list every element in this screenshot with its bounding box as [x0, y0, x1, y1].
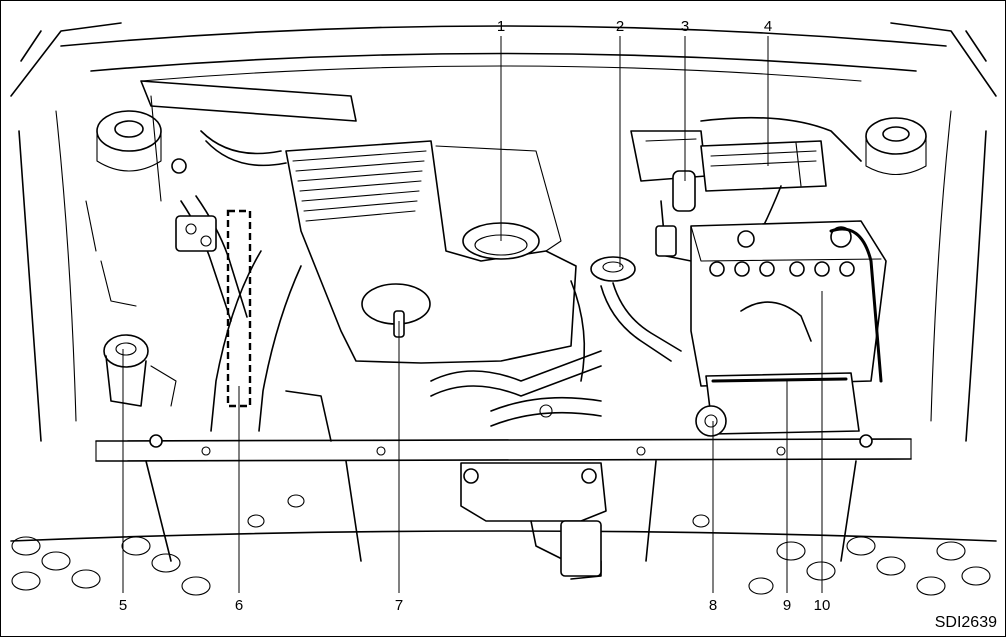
- battery-tray: [705, 372, 860, 435]
- callout-9: 9: [783, 597, 791, 614]
- radiator-cap: [570, 256, 682, 382]
- right-strut-tower: [865, 117, 927, 175]
- air-flow-sensor: [630, 130, 707, 262]
- callout-1: 1: [497, 18, 505, 35]
- washer-fluid-reservoir: [695, 405, 727, 437]
- callout-4: 4: [764, 18, 772, 35]
- lower-hoses: [430, 350, 602, 427]
- engine-cover: [285, 140, 577, 364]
- battery: [690, 220, 887, 387]
- figure-code: SDI2639: [934, 614, 997, 631]
- callout-2: 2: [616, 18, 624, 35]
- hood-latch: [460, 462, 607, 580]
- callout-8: 8: [709, 597, 717, 614]
- intake-duct: [210, 250, 332, 442]
- front-grille: [11, 494, 991, 596]
- radiator-support: [10, 434, 997, 562]
- callout-10: 10: [814, 597, 831, 614]
- callout-7: 7: [395, 597, 403, 614]
- left-strut-tower: [96, 110, 187, 174]
- brake-fluid-reservoir: [103, 334, 177, 407]
- callout-3: 3: [681, 18, 689, 35]
- fuse-box: [700, 116, 862, 232]
- callout-6: 6: [235, 597, 243, 614]
- leader-lines: [122, 36, 823, 593]
- drive-belt-marker: [226, 209, 252, 408]
- callout-5: 5: [119, 597, 127, 614]
